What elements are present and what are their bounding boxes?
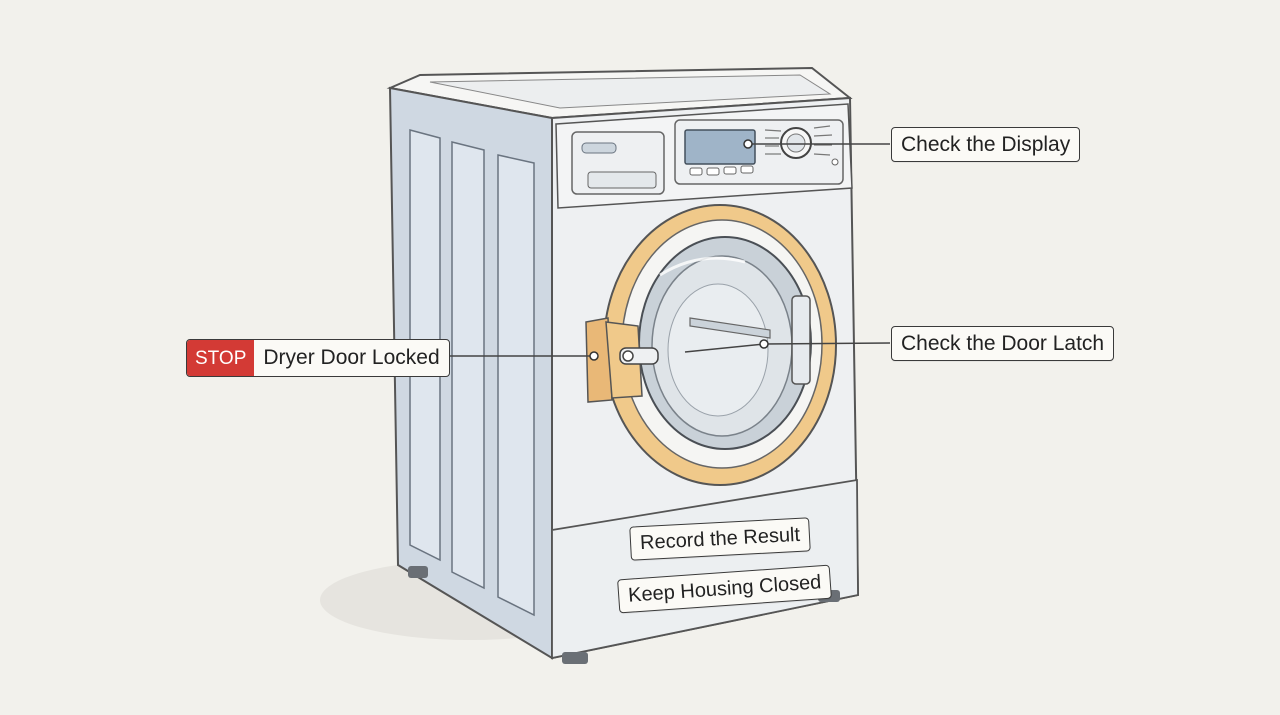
latch-marker-right bbox=[759, 339, 769, 349]
door-latch-handle-icon bbox=[585, 317, 659, 403]
latch-marker-left bbox=[589, 351, 599, 361]
stop-badge: STOP bbox=[187, 340, 255, 376]
display-screen bbox=[684, 129, 756, 165]
door-locked-warning: STOP Dryer Door Locked bbox=[186, 339, 450, 377]
control-knob-icon bbox=[780, 127, 812, 159]
check-door-latch-label: Check the Door Latch bbox=[891, 326, 1115, 361]
leader-lines bbox=[450, 143, 891, 357]
display-marker bbox=[743, 139, 753, 149]
door-locked-label: Dryer Door Locked bbox=[263, 346, 440, 369]
check-display-label: Check the Display bbox=[891, 127, 1081, 162]
